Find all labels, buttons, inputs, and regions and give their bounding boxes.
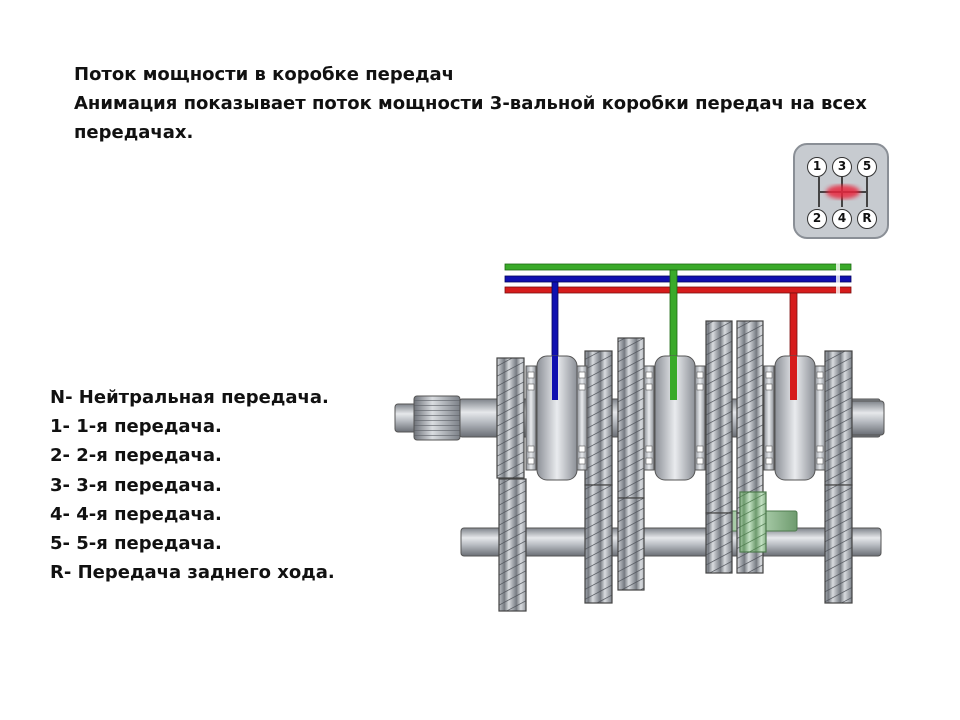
page-subtitle: Анимация показывает поток мощности 3-вал… [74,93,867,143]
reverse-idler-gear [739,491,767,553]
counter-gear-3 [584,484,613,604]
input-gear [496,357,525,479]
shift-position-5: 5 [857,157,877,177]
legend-item-gear-5: 5- 5-я передача. [50,533,222,555]
synchronizers [525,355,826,481]
gear-1-main [705,320,733,514]
gear-r-main [736,320,764,514]
legend-item-gear-2: 2- 2-я передача. [50,445,222,467]
fork-tips [552,356,797,400]
selector-rail-blue [504,275,852,283]
gear-5-main [824,350,853,486]
shift-position-4: 4 [832,209,852,229]
shift-pattern-indicator: 1 3 5 2 4 R [793,143,889,239]
counter-gear-1 [705,512,733,574]
shift-position-reverse: R [857,209,877,229]
gear-3-main [584,350,613,486]
selector-rail-green [504,263,852,271]
shift-position-1: 1 [807,157,827,177]
counter-drive-gear [498,478,527,612]
counter-gear-2 [617,497,645,591]
counter-shaft-gears [498,478,853,612]
shift-gate-lines [818,177,868,207]
legend-item-reverse: R- Передача заднего хода. [50,562,335,584]
legend-item-neutral: N- Нейтральная передача. [50,387,329,408]
input-shaft-splines [413,395,461,441]
legend-item-gear-4: 4- 4-я передача. [50,503,222,525]
shift-position-3: 3 [832,157,852,177]
neutral-position-highlight [826,185,860,199]
gear-2-main [617,337,645,499]
legend-item-gear-3: 3- 3-я передача. [50,474,222,496]
page-title: Поток мощности в коробке передач [74,64,455,85]
selector-rails [504,262,852,401]
counter-gear-5 [824,484,853,604]
shift-position-2: 2 [807,209,827,229]
selector-rail-red [504,286,852,294]
gear-legend: N- Нейтральная передача. 1- 1-я передача… [50,383,335,587]
needle-bearings [527,371,824,465]
legend-item-gear-1: 1- 1-я передача. [50,416,222,438]
header: Поток мощности в коробке передач Анимаци… [74,60,894,147]
